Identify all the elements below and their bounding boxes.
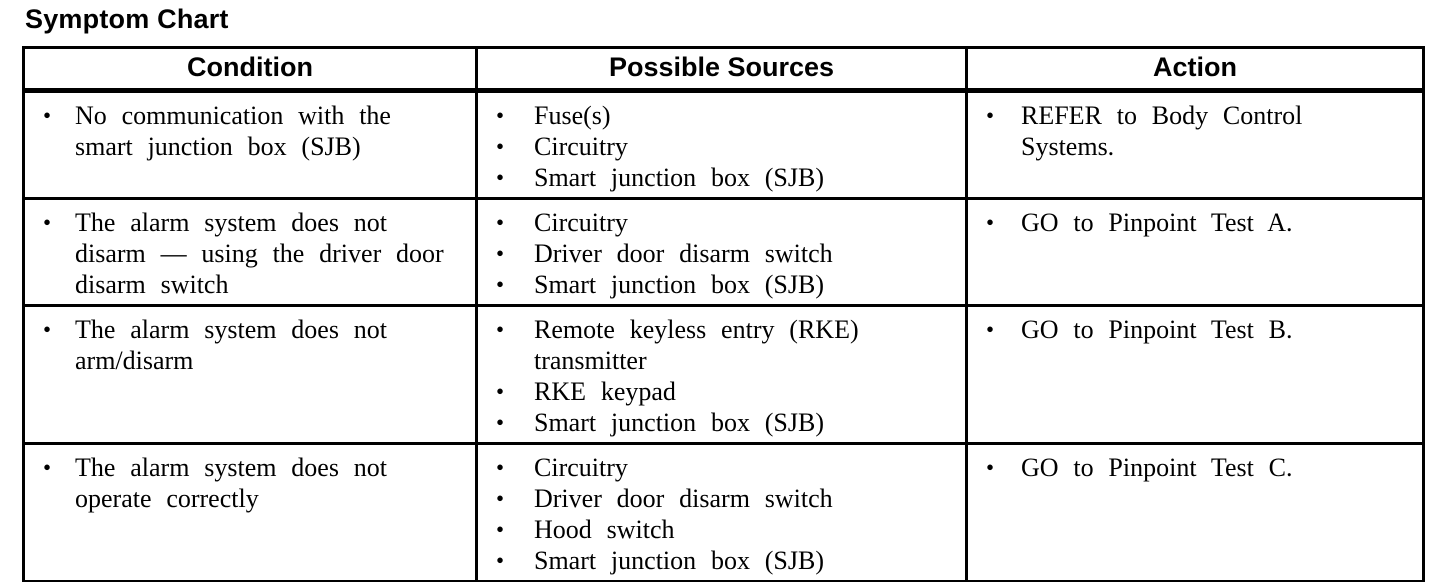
list-item-text: GO to Pinpoint Test B. [1021,315,1293,344]
bullet-icon: • [496,455,505,480]
list-item: • Smart junction box (SJB) [478,162,965,193]
list-item: • Circuitry [478,452,965,483]
cell-condition: • The alarm system does not operate corre… [22,442,478,582]
list-item-text: The alarm system does not operate correc… [75,453,387,513]
list-item-text: Fuse(s) [534,101,611,130]
list-item-text: Driver door disarm switch [534,239,833,268]
list-item: • GO to Pinpoint Test B. [968,314,1422,345]
list-item-text: GO to Pinpoint Test A. [1021,208,1293,237]
list-item: • GO to Pinpoint Test A. [968,207,1422,238]
list-item: • Driver door disarm switch [478,238,965,269]
cell-sources: • Circuitry • Driver door disarm switch • Sma… [475,197,968,307]
bullet-icon: • [986,103,995,128]
column-header-condition: Condition [22,46,478,93]
bullet-icon: • [496,272,505,297]
list-item-text: Remote keyless entry (RKE) transmitter [534,315,859,375]
cell-condition: • The alarm system does not arm/disarm [22,304,478,445]
list-item-text: REFER to Body Control Systems. [1021,101,1303,161]
bullet-icon: • [496,486,505,511]
cell-sources: • Fuse(s) • Circuitry • Smart junction box (S… [475,89,968,200]
list-item: • The alarm system does not operate corre… [25,452,475,514]
list-item-text: Hood switch [534,515,675,544]
bullet-icon: • [496,103,505,128]
bullet-icon: • [496,379,505,404]
list-item-text: Circuitry [534,132,628,161]
list-item: • Fuse(s) [478,100,965,131]
list-item-text: Smart junction box (SJB) [534,163,825,192]
list-item: • RKE keypad [478,376,965,407]
symptom-chart-table: Condition Possible Sources Action • No co… [22,46,1425,582]
list-item: • Circuitry [478,131,965,162]
bullet-icon: • [986,210,995,235]
list-item-text: No communication with the smart junction… [75,101,391,161]
column-header-action: Action [965,46,1425,93]
bullet-icon: • [496,548,505,573]
list-item-text: Circuitry [534,453,628,482]
list-item: • The alarm system does not disarm — usin… [25,207,475,300]
table-row: • The alarm system does not disarm — usin… [22,197,1425,307]
list-item-text: RKE keypad [534,377,676,406]
list-item-text: The alarm system does not disarm — using… [75,208,444,299]
cell-condition: • The alarm system does not disarm — usin… [22,197,478,307]
bullet-icon: • [496,517,505,542]
bullet-icon: • [496,317,505,342]
bullet-icon: • [496,134,505,159]
bullet-icon: • [43,317,52,342]
cell-sources: • Circuitry • Driver door disarm switch • Hoo… [475,442,968,582]
page-title: Symptom Chart [25,4,229,34]
list-item-text: Driver door disarm switch [534,484,833,513]
list-item-text: GO to Pinpoint Test C. [1021,453,1293,482]
table-row: • The alarm system does not arm/disarm • Re… [22,304,1425,445]
list-item: • Circuitry [478,207,965,238]
bullet-icon: • [43,210,52,235]
list-item: • The alarm system does not arm/disarm [25,314,475,376]
column-header-possible-sources: Possible Sources [475,46,968,93]
list-item-text: Smart junction box (SJB) [534,546,825,575]
list-item-text: The alarm system does not arm/disarm [75,315,387,375]
table-header-row: Condition Possible Sources Action [22,46,1425,93]
cell-action: • GO to Pinpoint Test A. [965,197,1425,307]
cell-action: • GO to Pinpoint Test C. [965,442,1425,582]
bullet-icon: • [43,103,52,128]
list-item-text: Smart junction box (SJB) [534,408,825,437]
cell-action: • REFER to Body Control Systems. [965,89,1425,200]
list-item: • Smart junction box (SJB) [478,407,965,438]
bullet-icon: • [43,455,52,480]
table-row: • The alarm system does not operate corre… [22,442,1425,582]
list-item: • Remote keyless entry (RKE) transmitter [478,314,965,376]
table-body: • No communication with the smart junctio… [22,89,1425,582]
list-item: • No communication with the smart junctio… [25,100,475,162]
bullet-icon: • [496,165,505,190]
list-item: • Driver door disarm switch [478,483,965,514]
table-row: • No communication with the smart junctio… [22,89,1425,200]
list-item-text: Smart junction box (SJB) [534,270,825,299]
list-item: • Smart junction box (SJB) [478,269,965,300]
bullet-icon: • [986,455,995,480]
list-item: • REFER to Body Control Systems. [968,100,1422,162]
bullet-icon: • [496,410,505,435]
list-item: • Smart junction box (SJB) [478,545,965,576]
list-item: • Hood switch [478,514,965,545]
cell-sources: •Remote keyless entry (RKE) transmitter•… [475,304,968,445]
cell-action: • GO to Pinpoint Test B. [965,304,1425,445]
bullet-icon: • [496,210,505,235]
bullet-icon: • [986,317,995,342]
list-item-text: Circuitry [534,208,628,237]
bullet-icon: • [496,241,505,266]
list-item: • GO to Pinpoint Test C. [968,452,1422,483]
cell-condition: • No communication with the smart junctio… [22,89,478,200]
